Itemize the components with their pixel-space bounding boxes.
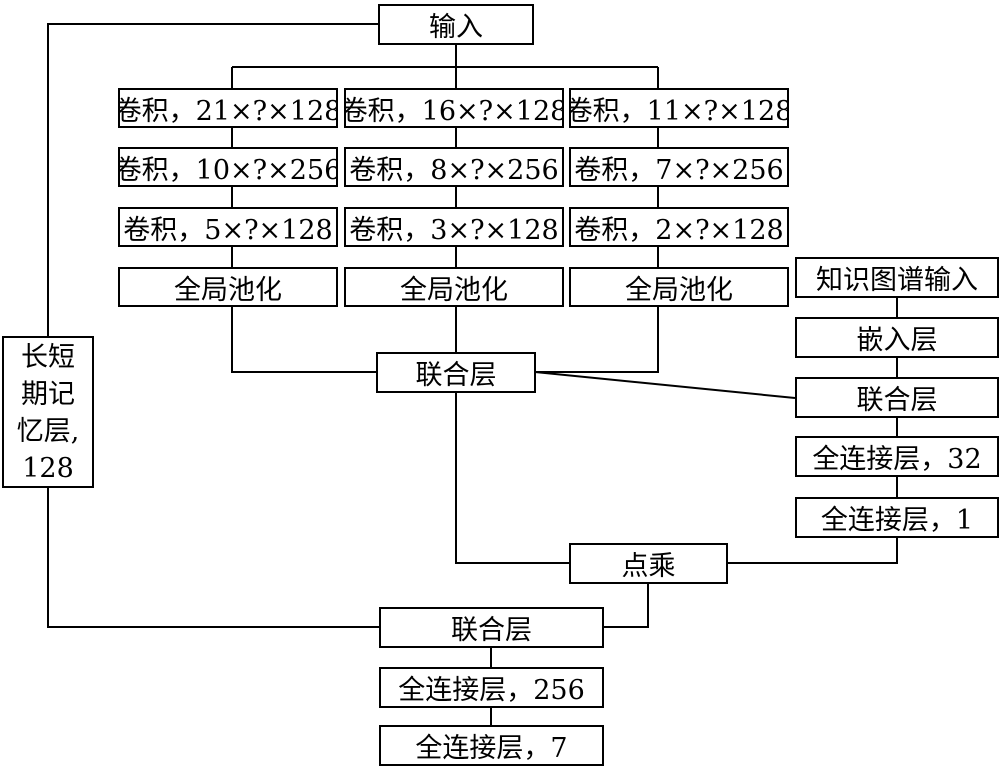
dot-product-node: 点乘 — [569, 543, 728, 584]
edge-dot-final — [603, 583, 649, 628]
conv-node-c3: 卷积，2×?×128 — [569, 207, 789, 247]
edge-merge-mergekg — [534, 371, 796, 399]
edge-poolc-merge — [535, 306, 659, 373]
merge-node-final: 联合层 — [379, 607, 604, 648]
merge-node-cnn: 联合层 — [376, 352, 536, 393]
fc1-node: 全连接层，1 — [795, 497, 999, 538]
conv-node-b2: 卷积，8×?×256 — [344, 147, 564, 187]
conv-node-c2: 卷积，7×?×256 — [569, 147, 789, 187]
fc7-node: 全连接层，7 — [379, 725, 604, 766]
conv-node-a1: 卷积，21×?×128 — [118, 88, 338, 128]
pool-node-b: 全局池化 — [344, 267, 564, 307]
kg-input-node: 知识图谱输入 — [795, 257, 999, 298]
edge-merge-dot — [455, 392, 570, 564]
lstm-node: 长短 期记 忆层, 128 — [2, 336, 94, 488]
conv-node-a3: 卷积，5×?×128 — [118, 207, 338, 247]
conv-node-b1: 卷积，16×?×128 — [344, 88, 564, 128]
conv-node-b3: 卷积，3×?×128 — [344, 207, 564, 247]
edge-lstm-final — [47, 487, 380, 628]
fc32-node: 全连接层，32 — [795, 436, 999, 477]
pool-node-c: 全局池化 — [569, 267, 789, 307]
edge-fc1-dot — [727, 537, 898, 564]
embedding-node: 嵌入层 — [795, 317, 999, 358]
fc256-node: 全连接层，256 — [379, 667, 604, 708]
conv-node-c1: 卷积，11×?×128 — [569, 88, 789, 128]
pool-node-a: 全局池化 — [118, 267, 338, 307]
input-node: 输入 — [378, 4, 534, 45]
edge-poola-merge — [231, 306, 376, 373]
edge-input-lstm — [47, 23, 380, 337]
merge-node-kg: 联合层 — [795, 377, 999, 418]
conv-node-a2: 卷积，10×?×256 — [118, 147, 338, 187]
